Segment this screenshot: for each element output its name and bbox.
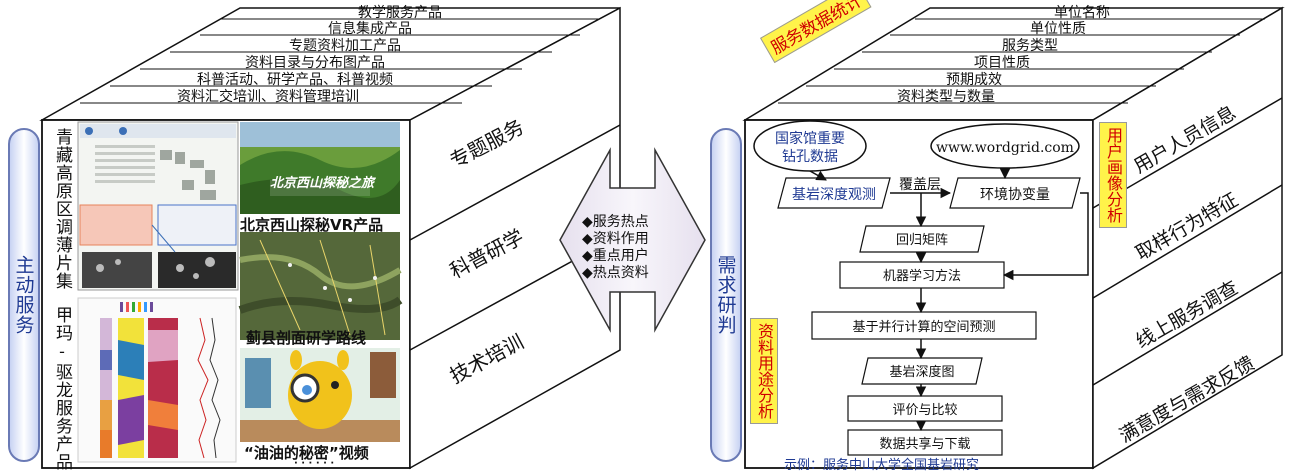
left-top-layer-5: 资料汇交培训、资料管理培训: [177, 88, 359, 105]
regression-box: [859, 225, 985, 253]
flow-share: 数据共享与下载: [879, 436, 970, 452]
flowchart: [753, 120, 1089, 456]
video-caption: “油油的秘密”视频: [244, 444, 369, 462]
bedrock-obs-box: [777, 177, 891, 209]
flow-regression: 回归矩阵: [896, 233, 948, 248]
left-cube-right-face: [409, 6, 621, 470]
double-arrow: [559, 147, 706, 333]
highlight-box: [79, 204, 153, 246]
left-side-pill: 主动服务: [8, 128, 40, 462]
flow-cover: 覆盖层: [899, 177, 941, 193]
vr-panel: [240, 122, 400, 214]
env-box: [949, 177, 1081, 209]
right-top-layer-4: 预期成效: [946, 72, 1002, 88]
right-side-pill: 需求研判: [710, 128, 742, 462]
map-box: [861, 357, 983, 385]
right-top-layer-0: 单位名称: [1054, 5, 1110, 21]
right-side-label: 需求研判: [714, 255, 737, 335]
jiama-label: 甲玛-驱龙服务产品: [52, 306, 72, 471]
flow-source2: www.wordgrid.com: [936, 140, 1074, 156]
flow-source1-line1: 国家馆重要: [775, 130, 845, 147]
left-top-layer-1: 信息集成产品: [328, 20, 412, 37]
left-side-label: 主动服务: [12, 255, 35, 335]
flow-map: 基岩深度图: [889, 364, 954, 380]
right-top-layer-5: 资料类型与数量: [897, 89, 995, 105]
right-top-layer-lines: [778, 18, 1265, 104]
video-ellipsis: · · · · · ·: [294, 458, 335, 469]
middle-item-0: ◆服务热点: [582, 214, 649, 230]
left-top-layer-3: 资料目录与分布图产品: [245, 55, 385, 71]
right-cube-right-face: [1092, 6, 1283, 470]
flow-ml: 机器学习方法: [883, 268, 961, 284]
flow-source1-line2: 钻孔数据: [782, 149, 838, 165]
qinghai-label: 青藏高原区调薄片集: [52, 128, 72, 290]
flow-bedrock-obs: 基岩深度观测: [792, 186, 876, 203]
middle-item-2: ◆重点用户: [582, 247, 649, 264]
jixian-caption: 蓟县剖面研学路线: [246, 329, 367, 347]
jiama-chart-panel: [77, 297, 237, 463]
flow-parallel: 基于并行计算的空间预测: [852, 319, 995, 335]
left-top-layer-0: 教学服务产品: [358, 5, 442, 21]
right-top-layer-1: 单位性质: [1030, 21, 1086, 37]
usage-tag: 资料用途分析: [750, 318, 778, 424]
left-top-layer-lines: [80, 18, 600, 104]
jixian-map-panel: [238, 232, 403, 340]
middle-item-3: ◆热点资料: [582, 265, 649, 281]
parallel-box: [811, 311, 1037, 340]
qinghai-map-panel: [77, 121, 239, 291]
right-top-layer-2: 服务类型: [1002, 38, 1058, 54]
right-top-layer-3: 项目性质: [974, 55, 1030, 71]
flow-eval: 评价与比较: [892, 403, 957, 418]
video-panel: [240, 348, 400, 442]
ml-box: [839, 261, 1005, 289]
eval-box: [847, 395, 1003, 422]
flow-env: 环境协变量: [980, 187, 1050, 203]
share-box: [847, 429, 1003, 456]
left-top-layer-2: 专题资料加工产品: [289, 38, 401, 54]
vr-title: 北京西山探秘之旅: [270, 176, 375, 191]
vr-caption: 北京西山探秘VR产品: [240, 216, 384, 234]
flow-example: 示例：服务中山大学全国基岩研究: [784, 457, 979, 472]
profile-tag: 用户画像分析: [1099, 122, 1127, 228]
left-top-layer-4: 科普活动、研学产品、科普视频: [197, 72, 393, 88]
middle-item-1: ◆资料作用: [582, 231, 649, 247]
